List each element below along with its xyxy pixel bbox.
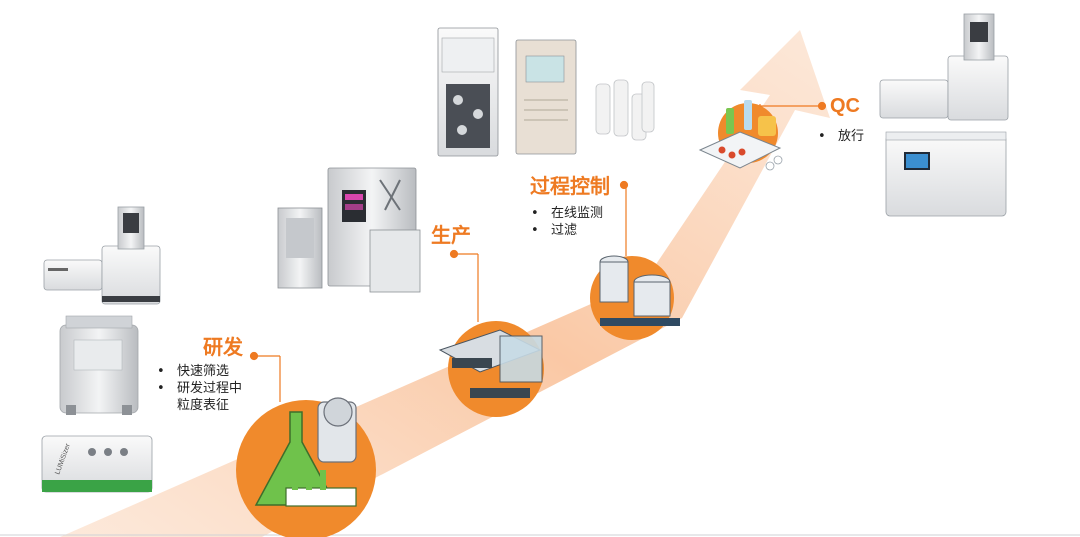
production-stage-icon <box>438 321 544 417</box>
list-item: •在线监测 <box>531 206 604 221</box>
qc-stage-items: •放行 <box>816 128 864 145</box>
list-item: •快速筛选 <box>157 364 230 379</box>
list-item: •过滤 <box>531 223 578 238</box>
qc-stage-icon <box>698 100 783 171</box>
production-instrument <box>277 167 421 293</box>
qc-instruments <box>879 13 1009 217</box>
rd-instrument-top <box>43 206 161 305</box>
process-control-stage-title: 过程控制 <box>530 174 610 198</box>
rd-instrument-middle <box>59 315 139 415</box>
production-stage-title: 生产 <box>431 223 471 247</box>
rising-arrow <box>60 30 830 537</box>
list-item: •放行 <box>818 129 865 144</box>
rd-stage-icon <box>236 397 376 537</box>
rd-stage-title: 研发 <box>203 335 243 359</box>
rd-stage-items: •快速筛选 •研发过程中 粒度表征 <box>155 363 242 414</box>
qc-leader <box>759 101 827 111</box>
production-leader <box>449 249 479 322</box>
qc-stage-title: QC <box>830 95 860 117</box>
rd-leader <box>249 351 281 402</box>
list-item: 粒度表征 <box>177 398 230 413</box>
process-control-leader <box>619 180 629 256</box>
lumisizer-instrument: LUMiSizer <box>41 435 153 493</box>
process-control-stage-items: •在线监测 •过滤 <box>529 205 603 239</box>
process-control-instruments <box>437 27 655 157</box>
process-control-stage-icon <box>590 255 680 340</box>
list-item: •研发过程中 <box>157 381 243 396</box>
